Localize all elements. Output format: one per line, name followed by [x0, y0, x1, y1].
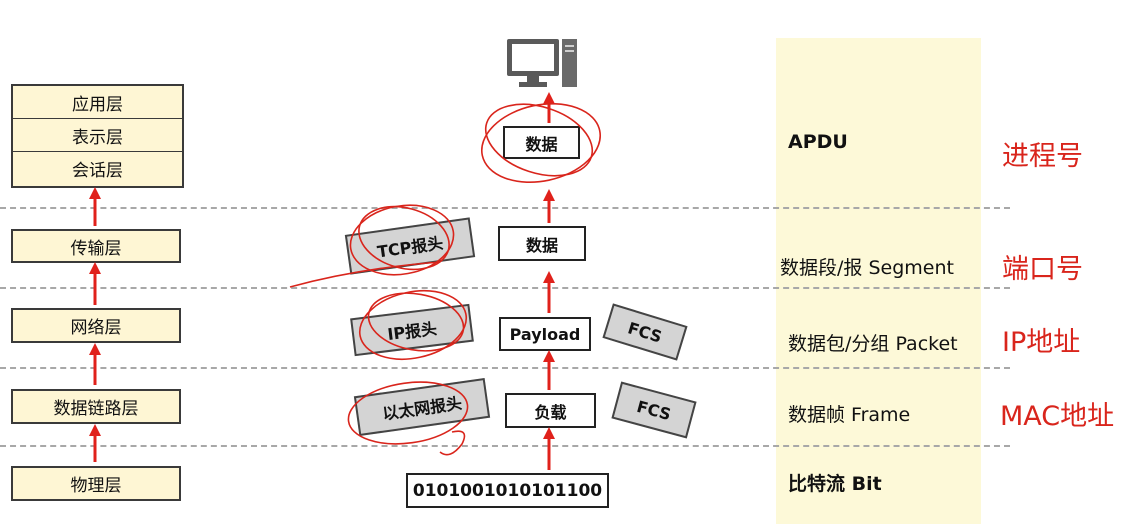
pdu-frame: 数据帧 Frame [788, 404, 911, 426]
pdu-apdu: APDU [788, 131, 848, 153]
transport-data-box: 数据 [498, 226, 586, 261]
layer-application: 应用层 [13, 86, 182, 119]
layer-presentation: 表示层 [13, 119, 182, 152]
separator-network-datalink [0, 367, 1010, 369]
upper-layer-stack: 应用层 表示层 会话层 [11, 84, 184, 188]
bitstream-box: 0101001010101100 [406, 473, 609, 508]
pdu-packet: 数据包/分组 Packet [788, 333, 958, 355]
label-ip-address: IP地址 [1002, 327, 1081, 358]
label-port-number: 端口号 [1002, 254, 1083, 285]
layer-physical: 物理层 [11, 466, 181, 501]
layer-network: 网络层 [11, 308, 181, 343]
computer-icon [507, 39, 577, 87]
app-data-box: 数据 [503, 126, 580, 159]
separator-transport-network [0, 287, 1010, 289]
hand-drawn-scribbles [289, 102, 602, 456]
pdu-segment: 数据段/报 Segment [780, 257, 954, 279]
separator-session-transport [0, 207, 1010, 209]
layer-session: 会话层 [72, 161, 123, 181]
label-process-number: 进程号 [1002, 141, 1083, 172]
label-mac-address: MAC地址 [1000, 401, 1115, 432]
payload-box: Payload [499, 317, 591, 351]
separator-datalink-physical [0, 445, 1010, 447]
layer-datalink: 数据链路层 [11, 389, 181, 424]
pdu-bit: 比特流 Bit [788, 473, 882, 495]
pdu-column-background [776, 38, 981, 524]
frame-payload-box: 负载 [505, 393, 596, 428]
